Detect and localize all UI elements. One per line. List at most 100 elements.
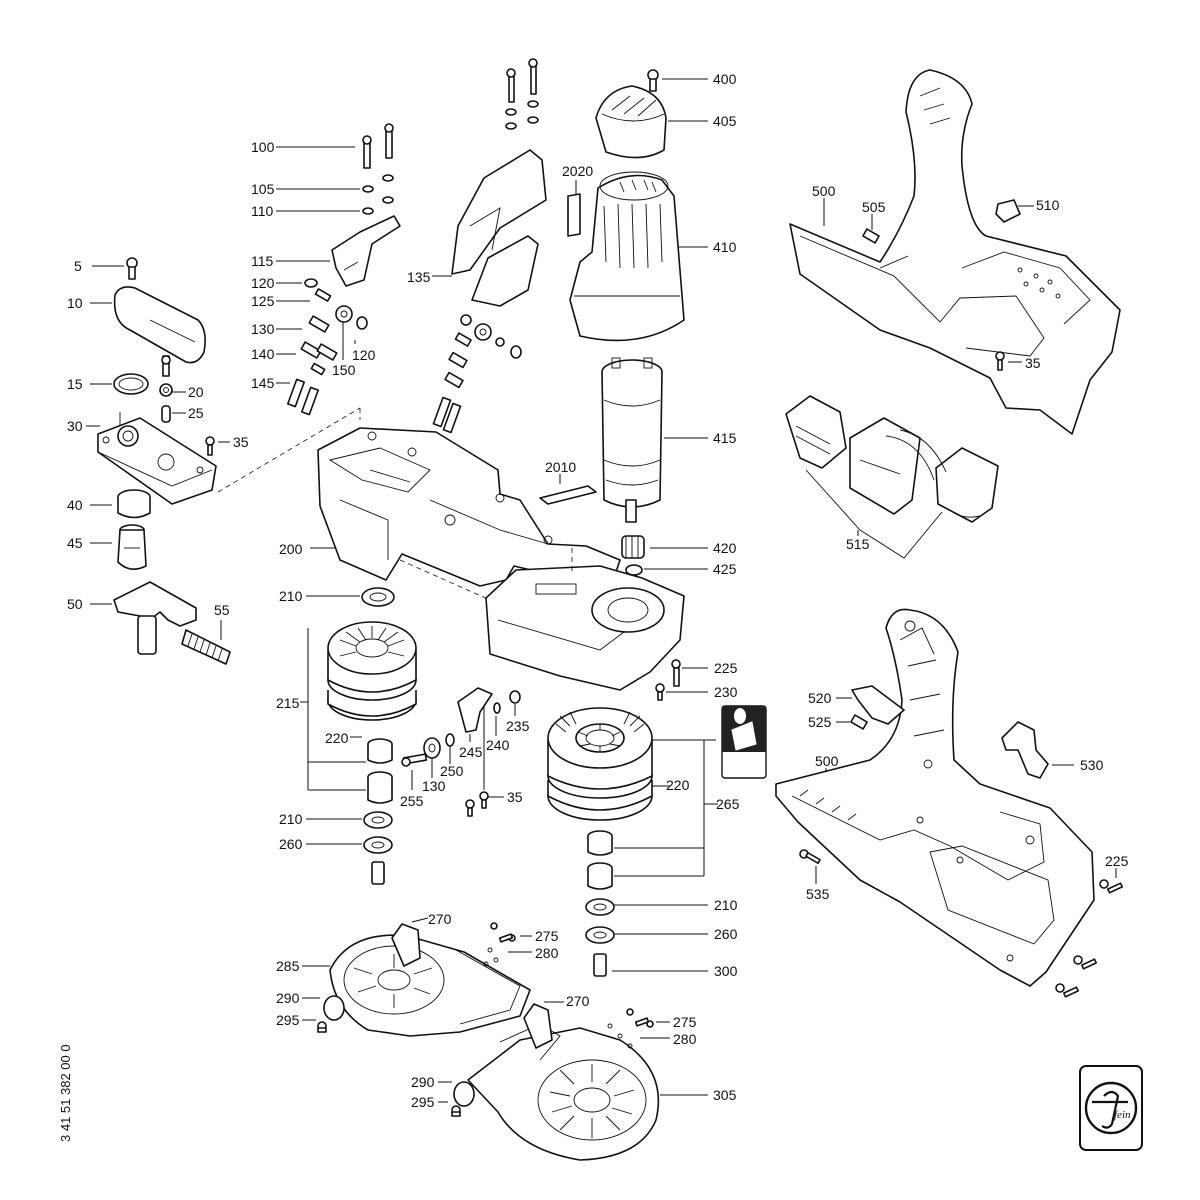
label-425: 425 bbox=[713, 561, 737, 577]
part-285-wheel-guard-upper bbox=[302, 934, 531, 1037]
label-210-a: 210 bbox=[279, 588, 303, 604]
part-220-bearings-b bbox=[587, 785, 704, 890]
label-500-b: 500 bbox=[815, 753, 839, 769]
label-35-b: 35 bbox=[507, 789, 523, 805]
label-150: 150 bbox=[332, 362, 356, 378]
part-210-washer-c bbox=[585, 898, 708, 916]
part-15-oring bbox=[90, 373, 149, 395]
part-500-handle-half-b bbox=[775, 608, 1095, 987]
label-515: 515 bbox=[846, 536, 870, 552]
part-230-screw bbox=[655, 683, 708, 701]
label-120-b: 120 bbox=[352, 347, 376, 363]
label-295-b: 295 bbox=[411, 1094, 435, 1110]
part-40-bushing bbox=[90, 489, 151, 519]
part-110-washers bbox=[276, 196, 394, 215]
label-300: 300 bbox=[714, 963, 738, 979]
label-225-b: 225 bbox=[1105, 853, 1129, 869]
label-275-a: 275 bbox=[535, 928, 559, 944]
part-225-screw-a bbox=[671, 659, 708, 687]
label-115: 115 bbox=[251, 253, 274, 269]
label-305: 305 bbox=[713, 1087, 737, 1103]
part-520-switch-button bbox=[836, 685, 905, 725]
part-505-setscrew bbox=[862, 214, 880, 244]
label-285: 285 bbox=[276, 958, 300, 974]
part-200-main-housing bbox=[310, 427, 685, 691]
label-270-b: 270 bbox=[566, 993, 590, 1009]
label-50: 50 bbox=[67, 596, 83, 612]
label-220-a: 220 bbox=[325, 730, 349, 746]
label-140: 140 bbox=[251, 346, 275, 362]
label-130-a: 130 bbox=[251, 321, 275, 337]
label-210-b: 210 bbox=[279, 811, 303, 827]
label-145: 145 bbox=[251, 375, 275, 391]
part-240-washer bbox=[493, 702, 501, 736]
part-275-screws-a bbox=[490, 922, 532, 943]
part-255-bolt bbox=[401, 753, 428, 790]
drawing-number: 3 41 51 382 00 0 bbox=[58, 1044, 73, 1142]
label-35-a: 35 bbox=[233, 434, 249, 450]
part-10-lever bbox=[90, 286, 206, 364]
label-500-a: 500 bbox=[812, 183, 836, 199]
label-110: 110 bbox=[251, 203, 274, 219]
label-510: 510 bbox=[1036, 197, 1060, 213]
label-35-c: 35 bbox=[1025, 355, 1041, 371]
part-130-pin-a bbox=[276, 315, 330, 333]
label-275-b: 275 bbox=[673, 1014, 697, 1030]
label-10: 10 bbox=[67, 295, 83, 311]
part-295-screw-a bbox=[302, 1019, 327, 1033]
part-245-bracket bbox=[457, 687, 493, 742]
part-280-pins-b bbox=[607, 1023, 670, 1049]
label-130-b: 130 bbox=[422, 778, 446, 794]
label-290-b: 290 bbox=[411, 1074, 435, 1090]
part-405-fan-cover bbox=[595, 85, 708, 159]
label-410: 410 bbox=[713, 239, 737, 255]
part-120-washer-a bbox=[276, 278, 318, 288]
label-2020: 2020 bbox=[562, 163, 593, 179]
label-235: 235 bbox=[506, 718, 530, 734]
part-2010-label bbox=[539, 474, 597, 505]
part-425-ring bbox=[625, 564, 708, 576]
part-305-wheel-guard-lower bbox=[467, 1023, 708, 1161]
label-260-b: 260 bbox=[714, 926, 738, 942]
label-240: 240 bbox=[486, 737, 510, 753]
label-400: 400 bbox=[713, 71, 737, 87]
label-100: 100 bbox=[251, 139, 275, 155]
label-40: 40 bbox=[67, 497, 83, 513]
part-300-bolt bbox=[593, 953, 708, 977]
label-415: 415 bbox=[713, 430, 737, 446]
part-20-nut bbox=[159, 355, 186, 397]
part-210-washer-a bbox=[306, 587, 395, 607]
part-25-pin bbox=[161, 405, 186, 423]
label-2010: 2010 bbox=[545, 459, 576, 475]
part-260-washer-b bbox=[585, 926, 708, 944]
label-25: 25 bbox=[188, 405, 204, 421]
label-230: 230 bbox=[714, 684, 738, 700]
label-280-a: 280 bbox=[535, 945, 559, 961]
part-275-screws-b bbox=[626, 1008, 670, 1028]
part-525-spring bbox=[836, 714, 868, 730]
part-280-pins-a bbox=[483, 947, 532, 967]
part-125-pin bbox=[276, 288, 332, 302]
label-210-c: 210 bbox=[714, 897, 738, 913]
part-140-pins bbox=[276, 341, 338, 361]
part-270-guide-a bbox=[391, 917, 429, 967]
label-420: 420 bbox=[713, 540, 737, 556]
part-250-washer bbox=[445, 733, 455, 764]
part-35-screw-c bbox=[995, 351, 1022, 371]
part-515-switch-assembly bbox=[785, 395, 999, 559]
label-520: 520 bbox=[808, 690, 832, 706]
label-200: 200 bbox=[279, 541, 303, 557]
part-290-knob-a bbox=[302, 995, 345, 1021]
part-235-nut bbox=[509, 690, 521, 716]
part-30-clamp-body bbox=[86, 412, 217, 505]
part-120-washer-b bbox=[354, 316, 368, 344]
label-295-a: 295 bbox=[276, 1012, 300, 1028]
label-245: 245 bbox=[459, 744, 483, 760]
part-215-wheel bbox=[300, 621, 417, 790]
part-210-washer-b bbox=[306, 811, 393, 829]
label-250: 250 bbox=[440, 763, 464, 779]
label-215: 215 bbox=[276, 695, 300, 711]
part-130-roller-b bbox=[423, 737, 441, 778]
part-420-gear bbox=[621, 535, 708, 559]
